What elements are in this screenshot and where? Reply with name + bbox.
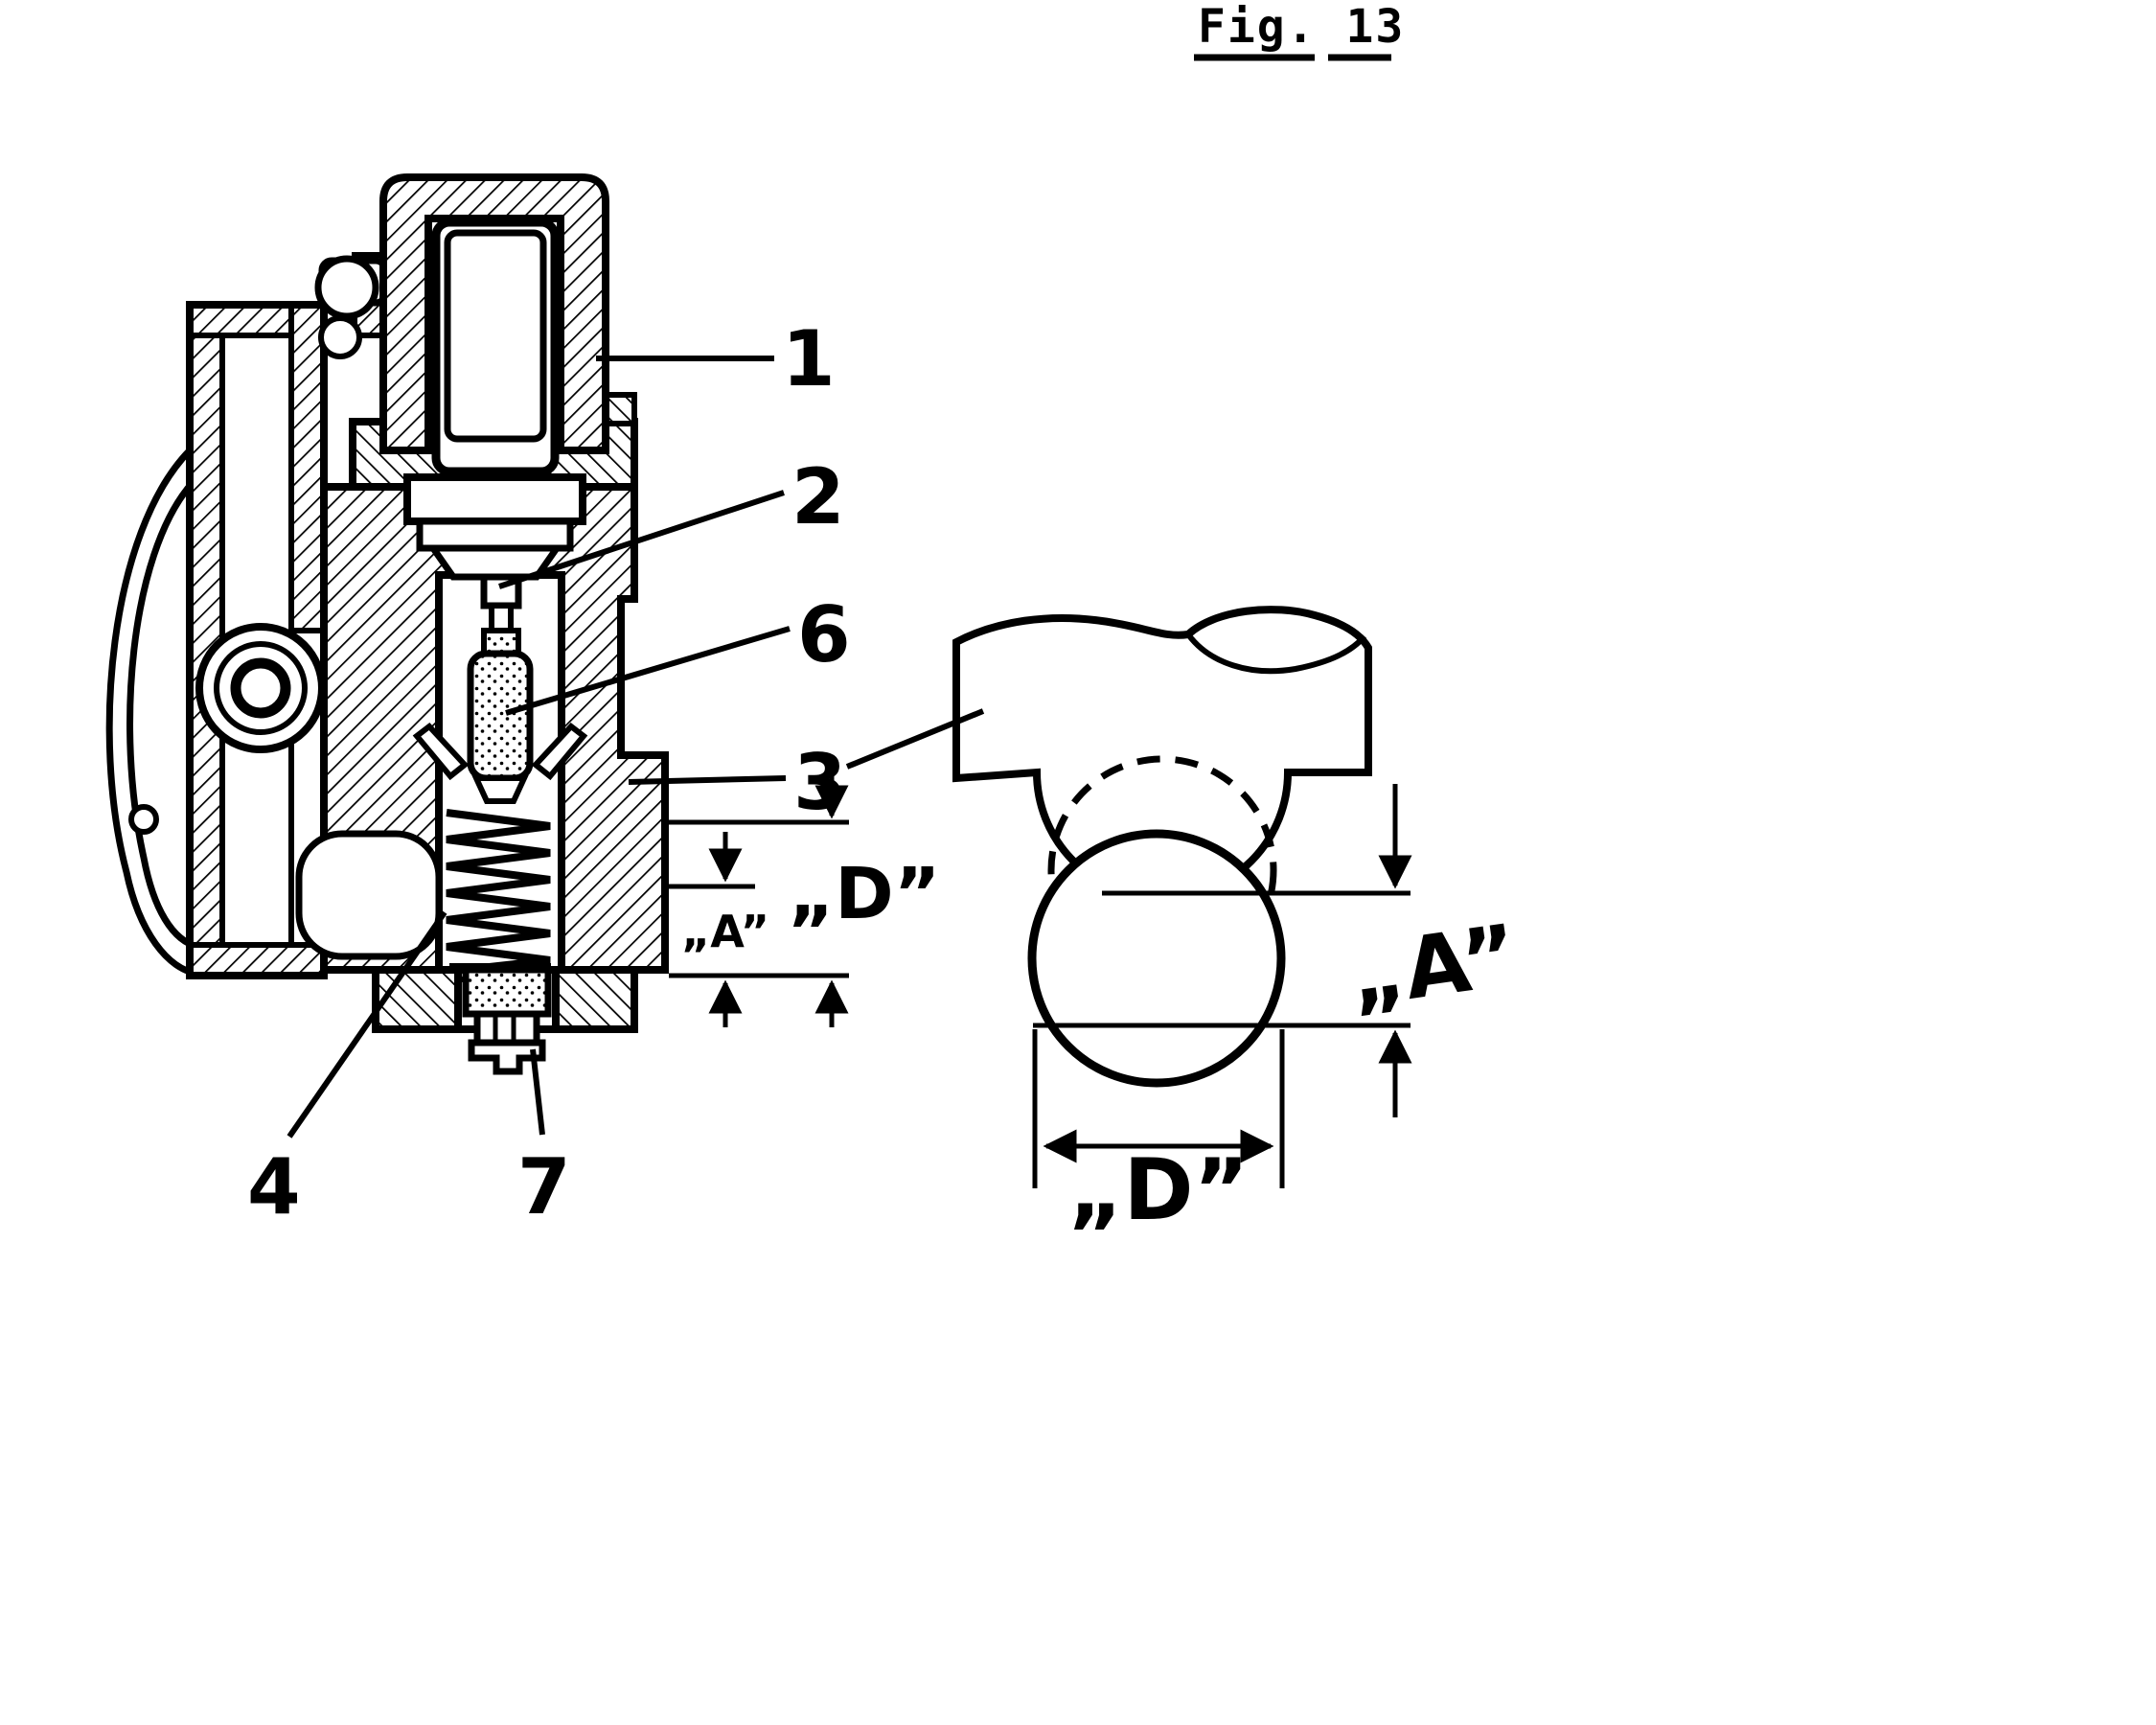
return-spring — [446, 809, 551, 982]
cap-assembly — [379, 173, 609, 476]
valve-seat-cone — [471, 775, 529, 804]
boss-center-hole — [230, 657, 291, 719]
leader-3-to-detail — [845, 708, 985, 770]
figure-title: Fig. 13 — [1198, 0, 1405, 54]
valve-upper-land — [481, 628, 521, 656]
spring-coils — [446, 809, 551, 976]
main-section-view — [105, 173, 669, 1075]
follower-disc — [403, 473, 586, 525]
dim-d-main-label: „D” — [789, 853, 941, 935]
side-boss — [195, 623, 326, 753]
valve-neck — [489, 603, 514, 633]
body-gallery-cavity — [295, 830, 443, 960]
dim-a-detail-label: „A” — [1343, 906, 1524, 1026]
plunger-follower — [403, 473, 586, 633]
left-tube — [186, 301, 328, 979]
valve-body-stippled — [467, 650, 534, 782]
callout-7: 7 — [517, 1142, 571, 1231]
leader-2 — [498, 490, 785, 589]
pump-body — [295, 483, 669, 974]
body-slot-left — [412, 722, 470, 781]
nozzle — [462, 966, 552, 1075]
dim-a-main-label: „A” — [681, 906, 769, 957]
cap-wall-hatched — [379, 173, 609, 454]
callout-3: 3 — [793, 738, 847, 827]
detail-view — [952, 606, 1372, 1088]
dimensions-detail: „A” „D” — [1032, 784, 1524, 1239]
boss-mid-ring — [214, 641, 308, 735]
callout-4: 4 — [247, 1142, 301, 1231]
tube-wall-right — [288, 302, 327, 633]
leader-4 — [287, 910, 447, 1138]
seat-body-contour — [1185, 632, 1367, 675]
tube-wall-bottom — [187, 942, 327, 978]
valve-element — [467, 628, 534, 804]
bracket-hole — [128, 804, 159, 835]
callout-6: 6 — [797, 590, 851, 679]
nozzle-filter — [462, 966, 552, 1018]
banjo-fitting — [314, 252, 396, 359]
dim-d-detail-label: „D” — [1068, 1140, 1250, 1239]
banjo-washer — [318, 315, 362, 359]
dimensions-main: „A” „D” — [669, 769, 940, 1027]
callout-1: 1 — [782, 314, 836, 403]
callout-2: 2 — [791, 452, 845, 541]
left-bracket-outline — [105, 442, 202, 978]
valve-ball — [1027, 829, 1286, 1088]
leader-7 — [530, 1048, 545, 1136]
leader-6 — [505, 626, 791, 716]
figure-title-group: Fig. 13 — [1194, 0, 1405, 61]
leader-3-left — [628, 775, 787, 785]
callouts: 1 2 6 3 4 7 — [247, 314, 985, 1231]
nozzle-tip — [468, 1039, 546, 1075]
banjo-bolt-head — [314, 255, 379, 320]
nozzle-body — [473, 1010, 540, 1046]
body-slot-right — [531, 722, 588, 781]
follower-plate — [416, 518, 574, 552]
cap-plunger-cup — [444, 229, 547, 443]
